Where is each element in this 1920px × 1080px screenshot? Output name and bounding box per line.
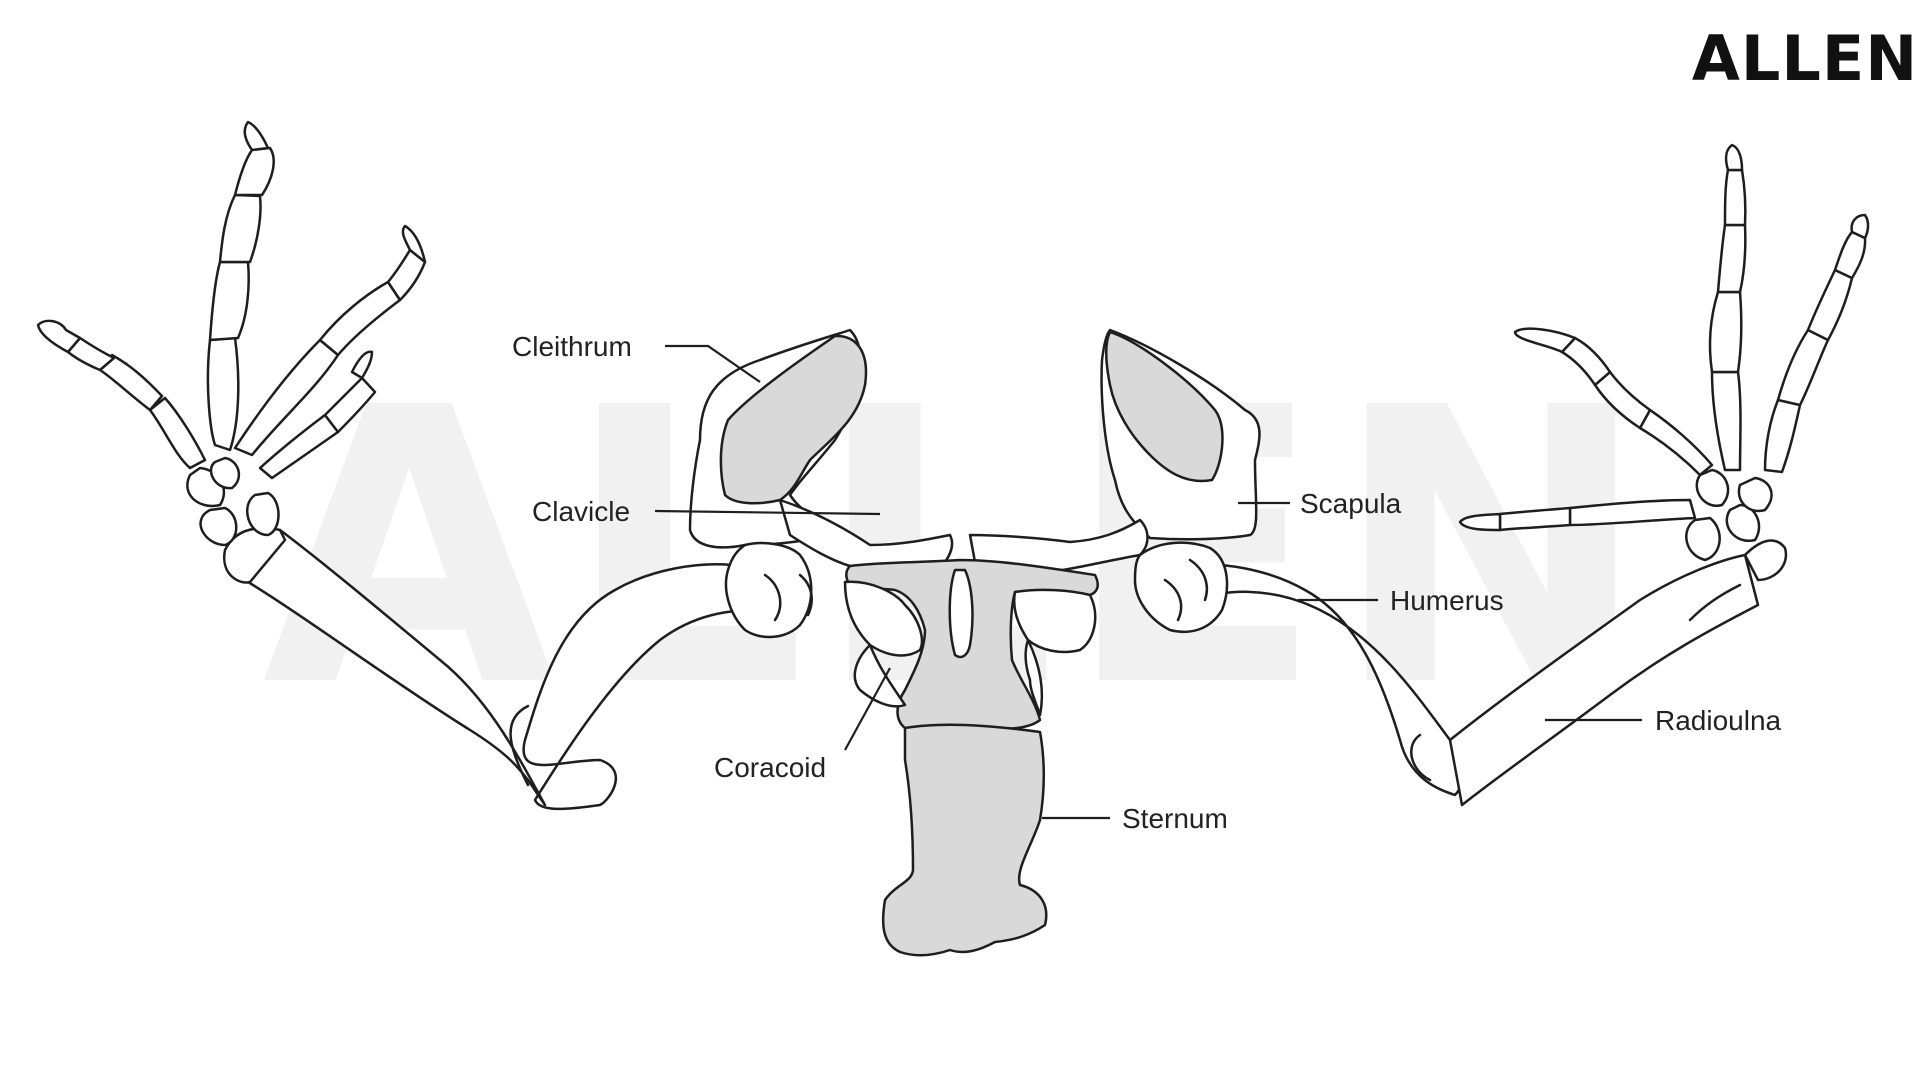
left-cleithrum: [719, 334, 868, 505]
right-coracoid: [1133, 541, 1229, 634]
leader-clavicle: [654, 509, 881, 516]
leader-coracoid: [844, 667, 891, 751]
right-cleithrum: [1105, 330, 1224, 483]
label-scapula: Scapula: [1300, 488, 1402, 519]
label-cleithrum: Cleithrum: [512, 331, 632, 362]
left-forelimb: [36, 120, 762, 811]
left-coracoid: [724, 541, 813, 639]
brand-logo: ALLEN: [1692, 22, 1918, 95]
pectoral-girdle: [688, 328, 1261, 957]
left-humerus: [522, 563, 762, 811]
label-radioulna: Radioulna: [1655, 705, 1782, 736]
label-clavicle: Clavicle: [532, 496, 630, 527]
label-sternum: Sternum: [1122, 803, 1228, 834]
epicoracoid: [845, 558, 1099, 730]
right-radioulna: [1448, 553, 1760, 807]
left-clavicle: [778, 498, 954, 568]
leader-cleithrum: [665, 344, 761, 383]
label-coracoid: Coracoid: [714, 752, 826, 783]
label-humerus: Humerus: [1390, 585, 1504, 616]
sternum: [881, 723, 1048, 957]
